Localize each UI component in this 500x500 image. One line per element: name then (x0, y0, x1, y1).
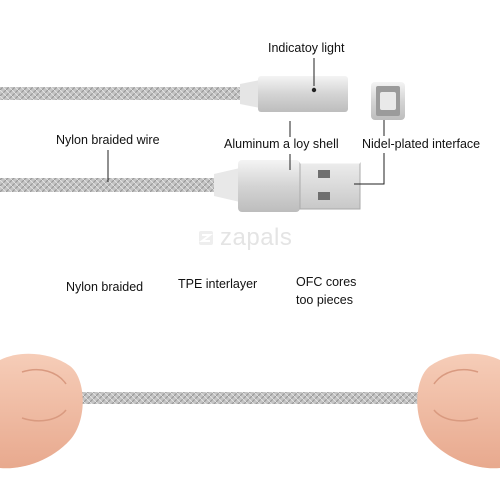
strain-relief-top (240, 80, 260, 108)
usb-plug (299, 162, 361, 210)
strain-relief-bottom (214, 168, 240, 202)
hands-holding-cable (0, 353, 500, 469)
indicator-light-label: Indicatoy light (268, 41, 345, 55)
held-braided-cable (30, 392, 470, 404)
magnetic-cable (0, 76, 348, 112)
leader-lines (107, 58, 385, 185)
nylon-braided-wire-label: Nylon braided wire (56, 133, 160, 147)
led-dot-icon (311, 87, 317, 93)
plated-interface-label: Nidel-plated interface (362, 137, 481, 151)
usb-housing (238, 160, 300, 212)
bottom-braided-wire (0, 178, 222, 192)
zapals-logo-icon (199, 231, 213, 245)
ofc-cores-label: OFC cores (296, 275, 357, 289)
left-hand (0, 353, 83, 469)
magnetic-head (258, 76, 348, 112)
ofc-cores-count-label: too pieces (296, 293, 353, 307)
watermark-text: zapals (220, 224, 293, 251)
right-hand (417, 353, 500, 469)
aluminum-shell-label: Aluminum a loy shell (224, 137, 339, 151)
tpe-interlayer-label: TPE interlayer (178, 277, 258, 291)
magnetic-tip (371, 82, 405, 120)
top-braided-wire (0, 87, 248, 100)
nylon-braided-label: Nylon braided (66, 280, 144, 294)
usb-cable (0, 160, 361, 212)
